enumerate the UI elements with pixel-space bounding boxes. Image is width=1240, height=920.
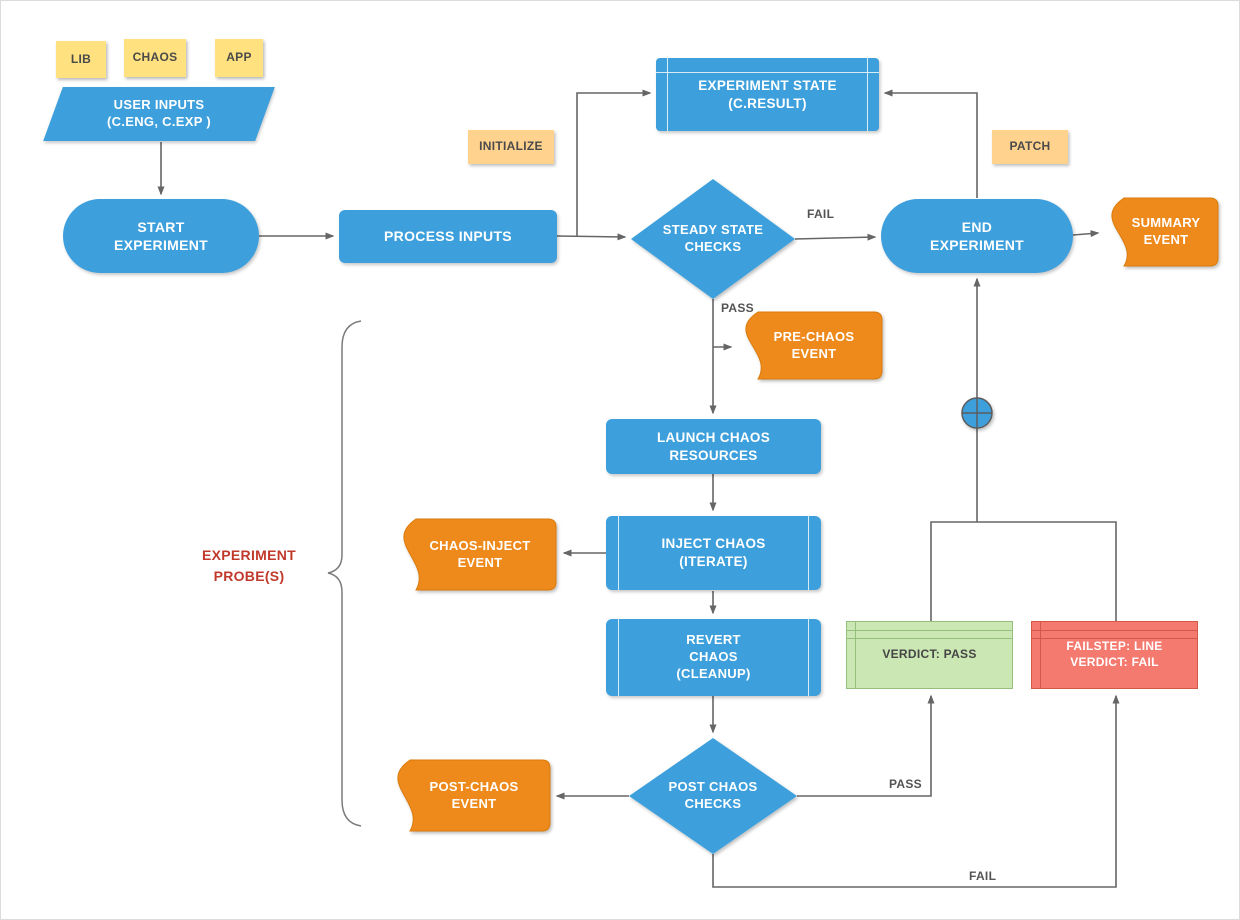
node-inject-chaos: INJECT CHAOS (ITERATE): [606, 516, 821, 590]
node-user-inputs-label: USER INPUTS (C.ENG, C.EXP ): [107, 97, 211, 129]
event-chaos-inject-label: CHAOS-INJECT EVENT: [429, 537, 531, 570]
verdict-fail-line2: [1032, 638, 1197, 640]
experiment-probes-annotation: EXPERIMENT PROBE(S): [201, 547, 296, 584]
tag-patch-label: PATCH: [1009, 139, 1051, 154]
connector-end-patch-to-state: [883, 89, 978, 198]
node-process-inputs-label: PROCESS INPUTS: [384, 228, 512, 245]
node-end-experiment: END EXPERIMENT: [881, 199, 1073, 273]
event-chaos-inject: CHAOS-INJECT EVENT: [410, 527, 550, 582]
node-verdict-fail: FAILSTEP: LINE VERDICT: FAIL: [1031, 621, 1198, 689]
note-app-label: APP: [226, 50, 252, 65]
edge-label-steady-fail: FAIL: [807, 207, 835, 221]
node-revert-chaos: REVERT CHAOS (CLEANUP): [606, 619, 821, 696]
inject-chaos-leftbar: [618, 516, 620, 590]
experiment-state-rightline: [866, 58, 868, 131]
verdict-pass-line1: [847, 630, 1012, 632]
revert-chaos-leftbar: [618, 619, 620, 696]
chaos-inject-event-shape: [403, 518, 557, 591]
node-steady-state-checks-label: STEADY STATE CHECKS: [662, 222, 764, 254]
event-summary: SUMMARY EVENT: [1118, 206, 1214, 258]
note-chaos-label: CHAOS: [132, 50, 178, 65]
connector-end-to-summary: [1072, 230, 1100, 238]
event-summary-label: SUMMARY EVENT: [1131, 215, 1201, 247]
or-junction-icon: [961, 397, 993, 429]
verdict-pass-leftline: [855, 622, 857, 688]
node-start-experiment: START EXPERIMENT: [63, 199, 259, 273]
verdict-fail-line1: [1032, 630, 1197, 632]
verdict-pass-line2: [847, 638, 1012, 640]
node-experiment-state-label: EXPERIMENT STATE (C.RESULT): [698, 77, 837, 111]
experiment-probes-brace: [327, 320, 362, 827]
note-app: APP: [215, 39, 263, 77]
node-user-inputs: USER INPUTS (C.ENG, C.EXP ): [43, 87, 275, 141]
node-post-chaos-checks: POST CHAOS CHECKS: [645, 772, 781, 820]
edge-label-post-fail: FAIL: [969, 869, 997, 883]
node-verdict-pass: VERDICT: PASS: [846, 621, 1013, 689]
edge-label-post-pass: PASS: [889, 777, 922, 791]
node-launch-chaos-resources-label: LAUNCH CHAOS RESOURCES: [656, 429, 771, 463]
edge-label-steady-pass: PASS: [721, 301, 754, 315]
revert-chaos-rightbar: [807, 619, 809, 696]
experiment-state-leftline: [667, 58, 669, 131]
node-process-inputs: PROCESS INPUTS: [339, 210, 557, 263]
node-inject-chaos-label: INJECT CHAOS (ITERATE): [661, 536, 766, 569]
node-end-experiment-label: END EXPERIMENT: [929, 218, 1024, 253]
node-verdict-fail-label: FAILSTEP: LINE VERDICT: FAIL: [1066, 639, 1163, 669]
connector-verdicts-merge: [930, 521, 1117, 621]
node-experiment-state: EXPERIMENT STATE (C.RESULT): [656, 58, 879, 131]
steady-state-checks-diamond: [631, 179, 795, 299]
inject-chaos-rightbar: [807, 516, 809, 590]
note-chaos: CHAOS: [124, 39, 186, 77]
event-post-chaos: POST-CHAOS EVENT: [404, 768, 544, 823]
tag-patch: PATCH: [992, 130, 1068, 164]
node-post-chaos-checks-label: POST CHAOS CHECKS: [668, 779, 758, 811]
summary-event-shape: [1111, 197, 1219, 267]
note-lib: LIB: [56, 41, 106, 78]
note-lib-label: LIB: [70, 51, 92, 66]
connector-post-pass-to-verdict: [797, 694, 935, 797]
connector-post-fail-to-failstep: [712, 694, 1120, 888]
node-start-experiment-label: START EXPERIMENT: [113, 218, 208, 253]
verdict-fail-leftline: [1040, 622, 1042, 688]
connector-initialize-to-state: [576, 89, 652, 236]
post-chaos-checks-diamond: [629, 738, 797, 854]
node-launch-chaos-resources: LAUNCH CHAOS RESOURCES: [606, 419, 821, 474]
tag-initialize-label: INITIALIZE: [479, 139, 543, 154]
node-verdict-pass-label: VERDICT: PASS: [882, 647, 977, 662]
experiment-state-topline: [656, 72, 879, 74]
event-post-chaos-label: POST-CHAOS EVENT: [429, 778, 519, 811]
post-chaos-event-shape: [397, 759, 551, 832]
node-revert-chaos-label: REVERT CHAOS (CLEANUP): [676, 632, 751, 681]
node-steady-state-checks: STEADY STATE CHECKS: [645, 215, 781, 263]
event-pre-chaos-label: PRE-CHAOS EVENT: [773, 328, 855, 361]
connector-steady-fail-to-end: [794, 233, 877, 241]
connector-process-to-steady: [556, 233, 627, 241]
event-pre-chaos: PRE-CHAOS EVENT: [752, 320, 876, 371]
tag-initialize: INITIALIZE: [468, 130, 554, 164]
pre-chaos-event-shape: [745, 311, 883, 380]
